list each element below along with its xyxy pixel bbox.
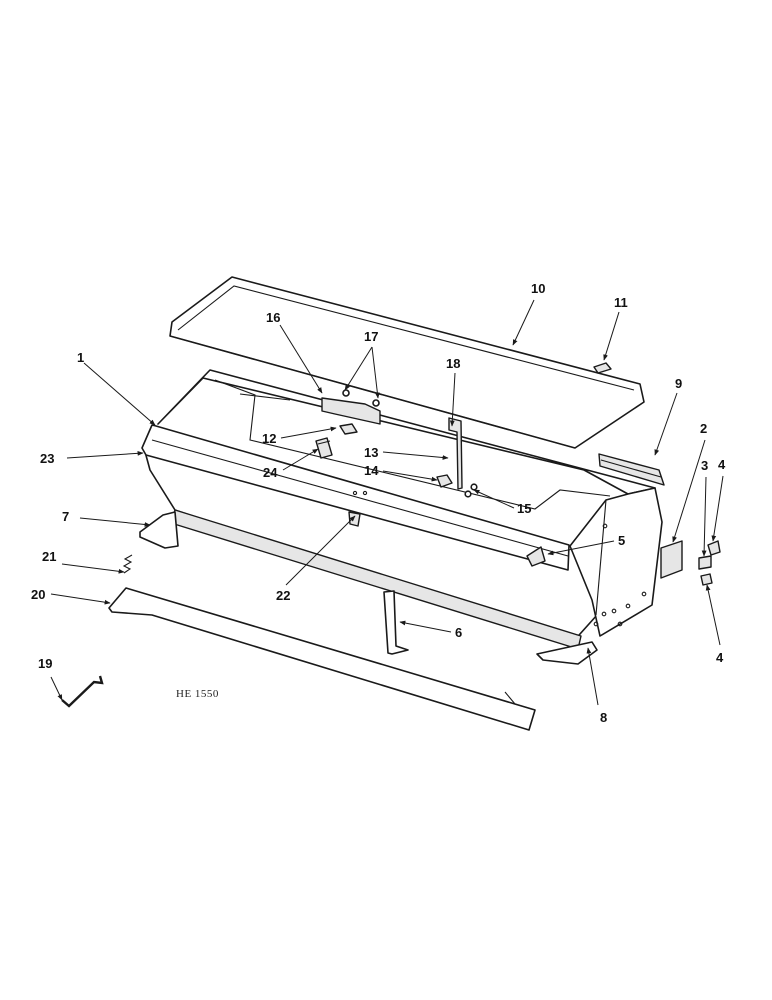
- foot-7: [139, 511, 179, 549]
- foot-8: [536, 641, 598, 665]
- fitting-4-top: [707, 540, 721, 556]
- callout-4-top: 4: [718, 457, 726, 472]
- leader-lines: [50, 299, 724, 706]
- callout-3: 3: [701, 458, 708, 473]
- latch-22: [348, 511, 361, 527]
- nut-15b: [464, 490, 472, 498]
- spring-21: [122, 554, 133, 574]
- callout-17: 17: [364, 329, 378, 344]
- bottom-plate: [108, 587, 536, 731]
- callout-15: 15: [517, 501, 531, 516]
- screw-17b: [372, 399, 380, 407]
- callout-5: 5: [618, 533, 625, 548]
- callout-14: 14: [364, 463, 379, 478]
- callout-21: 21: [42, 549, 56, 564]
- callout-18: 18: [446, 356, 460, 371]
- screw-17a: [342, 389, 350, 397]
- angle-strip: [598, 453, 665, 486]
- drawing-reference: HE 1550: [176, 688, 219, 700]
- callout-1: 1: [77, 350, 84, 365]
- callout-labels: 1 2 3 4 4 5 6 7 8 9 10 11 12 13 14 15 16…: [31, 281, 726, 725]
- callout-19: 19: [38, 656, 52, 671]
- callout-22: 22: [276, 588, 290, 603]
- callout-7: 7: [62, 509, 69, 524]
- support-block: [321, 397, 381, 425]
- hooked-rod-19: [61, 675, 104, 708]
- end-plate-2: [660, 540, 683, 579]
- clip-12: [339, 423, 358, 435]
- callout-9: 9: [675, 376, 682, 391]
- lid: [169, 276, 645, 449]
- callout-2: 2: [700, 421, 707, 436]
- callout-12: 12: [262, 431, 276, 446]
- callout-11: 11: [614, 295, 628, 310]
- callout-10: 10: [531, 281, 545, 296]
- callout-4-bottom: 4: [716, 650, 724, 665]
- bracket-14: [436, 474, 453, 488]
- callout-16: 16: [266, 310, 280, 325]
- callout-24: 24: [263, 465, 278, 480]
- fitting-4-bottom: [700, 573, 713, 586]
- callout-6: 6: [455, 625, 462, 640]
- center-leg: [383, 590, 409, 655]
- lid-latch: [593, 362, 612, 374]
- hinge-plate-18: [448, 417, 463, 490]
- cover-plate-5: [526, 546, 546, 567]
- callout-8: 8: [600, 710, 607, 725]
- callout-23: 23: [40, 451, 54, 466]
- nut-15a: [470, 483, 478, 491]
- callout-13: 13: [364, 445, 378, 460]
- block-3: [698, 555, 712, 570]
- callout-20: 20: [31, 587, 45, 602]
